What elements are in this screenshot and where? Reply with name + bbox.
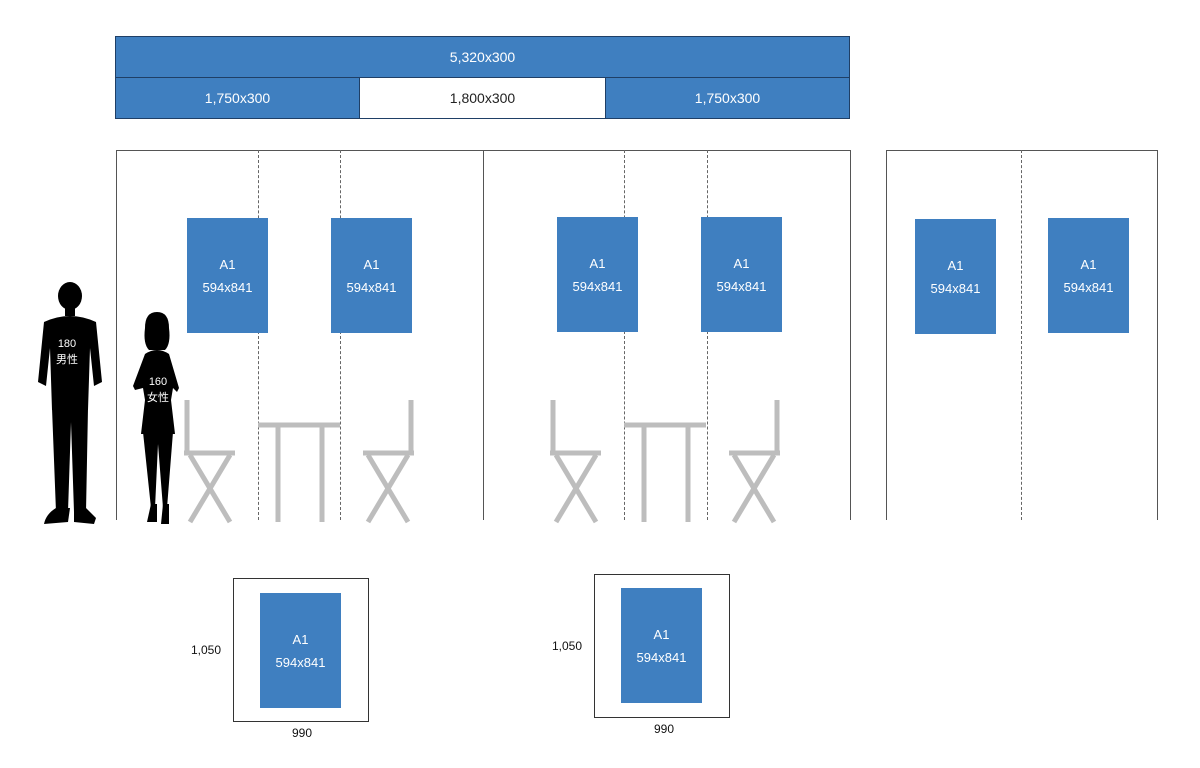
panel-height-label: 1,050 bbox=[552, 639, 583, 653]
poster-title: A1 bbox=[653, 626, 670, 642]
booth-right-wall bbox=[850, 150, 851, 520]
chair-icon bbox=[184, 400, 235, 524]
guide-line bbox=[340, 150, 341, 520]
guide-line bbox=[258, 150, 259, 520]
booth-divider-wall bbox=[483, 150, 484, 520]
poster-a1: A1 594x841 bbox=[915, 219, 996, 334]
banner-center: 1,800x300 bbox=[359, 77, 606, 119]
poster-size: 594x841 bbox=[202, 279, 253, 295]
banner-right-label: 1,750x300 bbox=[694, 90, 761, 106]
poster-a1: A1 594x841 bbox=[187, 218, 268, 333]
banner-left-label: 1,750x300 bbox=[204, 90, 271, 106]
chair-icon bbox=[729, 400, 780, 524]
furniture-group-right bbox=[550, 400, 780, 524]
poster-a1: A1 594x841 bbox=[1048, 218, 1129, 333]
banner-total: 5,320x300 bbox=[115, 36, 850, 78]
banner-total-label: 5,320x300 bbox=[449, 49, 516, 65]
female-label: 160 女性 bbox=[138, 374, 178, 406]
poster-title: A1 bbox=[589, 255, 606, 271]
banner-left: 1,750x300 bbox=[115, 77, 360, 119]
banner-center-label: 1,800x300 bbox=[449, 90, 516, 106]
poster-size: 594x841 bbox=[275, 654, 326, 670]
poster-size: 594x841 bbox=[636, 649, 687, 665]
panel-height-label: 1,050 bbox=[191, 643, 222, 657]
male-gender: 男性 bbox=[56, 354, 78, 366]
female-silhouette-icon bbox=[133, 312, 179, 524]
side-panel-left-wall bbox=[886, 150, 887, 520]
female-height: 160 bbox=[148, 376, 168, 388]
poster-title: A1 bbox=[292, 631, 309, 647]
table-icon bbox=[624, 422, 706, 522]
poster-title: A1 bbox=[1080, 256, 1097, 272]
poster-size: 594x841 bbox=[572, 278, 623, 294]
side-panel-top-edge bbox=[886, 150, 1158, 151]
poster-a1: A1 594x841 bbox=[621, 588, 702, 703]
panel-width-label: 990 bbox=[654, 722, 675, 736]
guide-line bbox=[624, 150, 625, 520]
side-panel-right-wall bbox=[1157, 150, 1158, 520]
poster-a1: A1 594x841 bbox=[331, 218, 412, 333]
guide-line bbox=[707, 150, 708, 520]
male-silhouette-icon bbox=[38, 282, 102, 524]
chair-icon bbox=[550, 400, 601, 524]
poster-size: 594x841 bbox=[930, 280, 981, 296]
poster-size: 594x841 bbox=[716, 278, 767, 294]
furniture-group-left bbox=[184, 400, 414, 524]
female-gender: 女性 bbox=[147, 392, 169, 404]
banner-right: 1,750x300 bbox=[605, 77, 850, 119]
poster-size: 594x841 bbox=[1063, 279, 1114, 295]
poster-title: A1 bbox=[219, 256, 236, 272]
panel-width-label: 990 bbox=[292, 726, 313, 740]
poster-a1: A1 594x841 bbox=[260, 593, 341, 708]
poster-title: A1 bbox=[363, 256, 380, 272]
booth-left-wall bbox=[116, 150, 117, 520]
chair-icon bbox=[363, 400, 414, 524]
poster-size: 594x841 bbox=[346, 279, 397, 295]
male-height: 180 bbox=[57, 338, 77, 350]
male-label: 180 男性 bbox=[47, 336, 87, 368]
guide-line bbox=[1021, 150, 1022, 520]
poster-a1: A1 594x841 bbox=[701, 217, 782, 332]
poster-title: A1 bbox=[733, 255, 750, 271]
poster-a1: A1 594x841 bbox=[557, 217, 638, 332]
table-icon bbox=[258, 422, 340, 522]
poster-title: A1 bbox=[947, 257, 964, 273]
